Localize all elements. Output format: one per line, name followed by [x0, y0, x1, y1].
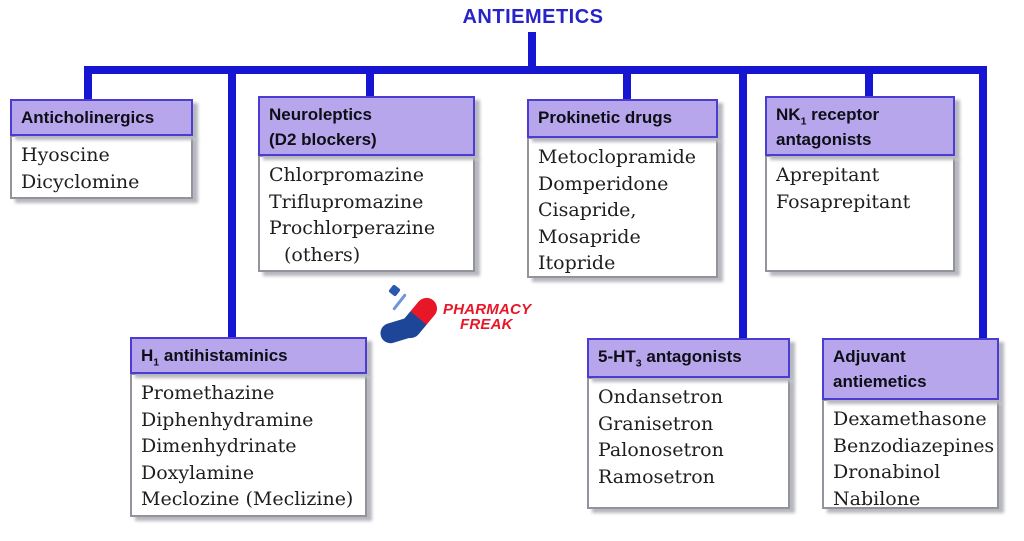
drug-name: Cisapride, — [538, 199, 637, 221]
card-body: Chlorpromazine Triflupromazine Prochlorp… — [258, 155, 475, 272]
card-header: 5-HT3 antagonists — [587, 338, 790, 378]
drug-name: Ramosetron — [598, 465, 715, 488]
pill-icon — [377, 284, 442, 348]
drug-name: (others) — [284, 243, 361, 266]
card-body: Promethazine Diphenhydramine Dimenhydrin… — [130, 373, 367, 517]
connector-drop-prokinetic — [623, 66, 631, 102]
drug-name: Dronabinol — [833, 461, 941, 483]
logo-brand-line2: FREAK — [460, 316, 513, 333]
connector-drop-h1-antihistaminics — [228, 66, 236, 339]
card-body: Metoclopramide Domperidone Cisapride, Mo… — [527, 137, 718, 278]
drug-name: Dimenhydrinate — [141, 435, 297, 457]
drug-name: Diphenhydramine — [141, 408, 314, 431]
connector-drop-nk1 — [865, 66, 873, 99]
pharmacy-freak-logo: PHARMACY FREAK — [377, 284, 531, 348]
drug-name: Benzodiazepines — [833, 434, 995, 457]
card-header: H1 antihistaminics — [130, 337, 367, 374]
drug-name: Triflupromazine — [269, 190, 424, 213]
drug-name: Prochlorperazine — [269, 217, 436, 239]
card-body: Ondansetron Granisetron Palonosetron Ram… — [587, 377, 790, 509]
card-body: Hyoscine Dicyclomine — [10, 135, 193, 199]
drug-name: Metoclopramide — [538, 146, 697, 168]
drug-class-card-h1-antihistaminics: H1 antihistaminics Promethazine Diphenhy… — [130, 337, 367, 517]
card-header: Anticholinergics — [10, 99, 193, 136]
drug-name: Domperidone — [538, 172, 669, 195]
card-body: Aprepitant Fosaprepitant — [765, 155, 955, 272]
drug-name: Aprepitant — [776, 164, 880, 186]
card-header: Prokinetic drugs — [527, 99, 718, 138]
drug-class-card-5ht3-antagonists: 5-HT3 antagonists Ondansetron Granisetro… — [587, 338, 790, 509]
drug-name: Nabilone — [833, 487, 921, 510]
drug-name: Palonosetron — [598, 439, 724, 461]
drug-name: Dicyclomine — [21, 170, 140, 193]
drug-name: Fosaprepitant — [776, 190, 911, 213]
connector-drop-neuroleptics — [366, 66, 374, 99]
diagram-title: ANTIEMETICS — [462, 6, 604, 28]
drug-class-card-prokinetic: Prokinetic drugs Metoclopramide Domperid… — [527, 99, 718, 278]
drug-class-card-neuroleptics: Neuroleptics(D2 blockers) Chlorpromazine… — [258, 96, 475, 272]
connector-drop-anticholinergics — [84, 66, 92, 102]
card-title: Anticholinergics — [21, 108, 155, 127]
drug-name: Itopride — [538, 252, 616, 274]
card-body: Dexamethasone Benzodiazepines Dronabinol… — [822, 399, 999, 510]
drug-name: Chlorpromazine — [269, 164, 424, 186]
connector-horizontal-bar — [84, 66, 987, 74]
drug-name: Hyoscine — [21, 144, 110, 166]
logo-text: PHARMACY FREAK — [443, 302, 531, 332]
card-title: H1 antihistaminics — [141, 346, 288, 369]
drug-name: Ondansetron — [598, 386, 723, 408]
connector-title-stem — [528, 32, 536, 70]
connector-drop-adjuvant — [979, 66, 987, 340]
card-title: 5-HT3 antagonists — [598, 347, 742, 370]
drug-name: Mosapride — [538, 225, 641, 248]
drug-name: Doxylamine — [141, 461, 255, 484]
drug-name: Promethazine — [141, 382, 275, 404]
card-title: Prokinetic drugs — [538, 108, 673, 127]
card-header: Neuroleptics(D2 blockers) — [258, 96, 475, 156]
drug-name: Dexamethasone — [833, 408, 987, 430]
drug-name: Granisetron — [598, 412, 714, 435]
card-title: Neuroleptics(D2 blockers) — [269, 105, 377, 149]
drug-name: Meclozine (Meclizine) — [141, 488, 354, 510]
logo-brand-line1: PHARMACY — [443, 301, 532, 318]
dropper-icon — [388, 284, 401, 297]
connector-drop-5ht3 — [739, 66, 747, 340]
drug-class-card-anticholinergics: Anticholinergics Hyoscine Dicyclomine — [10, 99, 193, 199]
